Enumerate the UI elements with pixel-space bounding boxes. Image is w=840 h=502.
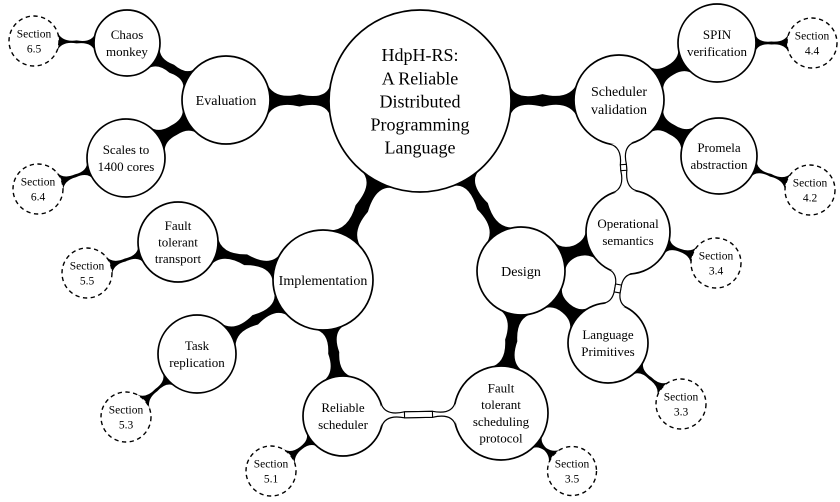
node-circle-fault-tolerant-transport	[137, 201, 219, 283]
node-label-section-3-4: Section	[699, 251, 734, 263]
node-label-task-replication: replication	[169, 355, 225, 370]
node-circle-section-3-4	[690, 237, 742, 289]
node-label-section-6-5: Section	[17, 29, 52, 41]
edge-fault-tolerant-transport--section-5-5	[105, 245, 145, 276]
node-label-central: Distributed	[380, 91, 461, 111]
node-label-central: A Reliable	[382, 68, 458, 88]
node-circle-central	[328, 9, 512, 193]
edge-promela-abstraction--section-4-2	[749, 159, 793, 192]
edge-implementation--fault-tolerant-transport	[209, 235, 282, 284]
edge-evaluation--chaos-monkey	[146, 46, 197, 91]
node-circle-section-3-5	[546, 445, 598, 497]
node-label-section-3-5: Section	[555, 459, 590, 471]
node-label-reliable-scheduler: Reliable	[321, 400, 365, 415]
node-label-reliable-scheduler: scheduler	[318, 417, 368, 432]
node-circle-chaos-monkey	[93, 9, 161, 77]
edge-scales-to-1400-cores--section-6-4	[56, 161, 94, 191]
node-label-fault-tolerant-transport: tolerant	[158, 235, 198, 250]
node-label-section-5-1: 5.1	[264, 473, 279, 485]
edge-task-replication--section-5-3	[136, 371, 176, 410]
node-circle-spin-verification	[677, 3, 757, 83]
node-circle-section-4-2	[784, 164, 836, 216]
edge-implementation--reliable-scheduler	[314, 324, 354, 383]
node-circle-section-5-5	[61, 247, 113, 299]
node-label-scales-to-1400-cores: Scales to	[103, 142, 150, 157]
node-label-chaos-monkey: monkey	[106, 44, 148, 59]
node-label-task-replication: Task	[185, 338, 210, 353]
node-label-section-4-4: 4.4	[805, 45, 820, 57]
node-label-section-5-3: 5.3	[119, 419, 134, 431]
edge-implementation--task-replication	[219, 290, 290, 350]
node-label-spin-verification: verification	[687, 44, 747, 59]
node-label-section-3-3: 3.3	[674, 406, 689, 418]
edge-bar-tube-scheduler-validation--operational-semantics	[619, 163, 628, 172]
node-label-promela-abstraction: Promela	[697, 140, 741, 155]
node-circle-section-5-1	[245, 445, 297, 497]
node-label-promela-abstraction: abstraction	[690, 157, 748, 172]
node-label-ft-scheduling-protocol: protocol	[479, 431, 523, 446]
node-label-section-4-2: Section	[793, 178, 828, 190]
node-label-section-3-3: Section	[664, 392, 699, 404]
node-circle-scales-to-1400-cores	[86, 118, 166, 198]
edge-central--evaluation	[266, 82, 331, 119]
node-label-scheduler-validation: validation	[591, 103, 647, 118]
node-label-section-6-4: Section	[21, 177, 56, 189]
edge-design--ft-scheduling-protocol	[489, 308, 533, 373]
edge-central--implementation	[327, 169, 396, 250]
node-label-scheduler-validation: Scheduler	[591, 85, 647, 100]
node-label-central: Programming	[371, 114, 470, 134]
node-circle-task-replication	[157, 314, 237, 394]
node-label-central: HdpH-RS:	[381, 45, 458, 65]
node-label-section-6-5: 6.5	[27, 43, 42, 55]
node-label-central: Language	[385, 137, 456, 157]
node-label-scales-to-1400-cores: 1400 cores	[98, 159, 155, 174]
node-circle-section-6-4	[12, 163, 64, 215]
node-circle-promela-abstraction	[680, 117, 758, 195]
node-label-section-5-5: Section	[70, 261, 105, 273]
node-label-evaluation: Evaluation	[196, 94, 257, 109]
node-circle-design	[476, 226, 566, 316]
node-label-section-3-5: 3.5	[565, 473, 580, 485]
node-circle-section-4-4	[786, 17, 838, 69]
edge-central--scheduler-validation	[509, 82, 578, 119]
node-label-operational-semantics: Operational	[597, 216, 659, 231]
edge-chaos-monkey--section-6-5	[56, 31, 96, 53]
node-label-section-3-4: 3.4	[709, 265, 724, 277]
node-label-ft-scheduling-protocol: scheduling	[473, 414, 530, 429]
node-label-fault-tolerant-transport: Fault	[165, 218, 192, 233]
node-label-section-4-2: 4.2	[803, 192, 818, 204]
edge-bar-tube-reliable-scheduler--ft-scheduling-protocol	[403, 410, 434, 419]
edge-central--design	[450, 168, 516, 246]
node-circle-section-6-5	[8, 15, 60, 67]
node-label-section-5-5: 5.5	[80, 275, 95, 287]
node-label-section-6-4: 6.4	[31, 191, 46, 203]
node-label-fault-tolerant-transport: transport	[155, 251, 202, 266]
node-circle-implementation	[272, 229, 374, 331]
node-label-section-5-3: Section	[109, 405, 144, 417]
node-circle-evaluation	[181, 55, 271, 145]
node-circle-scheduler-validation	[573, 54, 665, 146]
node-label-section-4-4: Section	[795, 31, 830, 43]
node-circle-section-5-3	[100, 391, 152, 443]
edge-bar-tube-operational-semantics--language-primitives	[613, 283, 623, 294]
node-label-spin-verification: SPIN	[703, 27, 732, 42]
node-label-ft-scheduling-protocol: tolerant	[481, 397, 521, 412]
node-circle-section-3-3	[655, 378, 707, 430]
node-label-language-primitives: Language	[582, 327, 633, 342]
node-label-chaos-monkey: Chaos	[111, 27, 144, 42]
edge-spin-verification--section-4-4	[754, 33, 790, 53]
node-label-implementation: Implementation	[279, 274, 368, 289]
node-label-operational-semantics: semantics	[602, 233, 653, 248]
node-label-section-5-1: Section	[254, 459, 289, 471]
node-label-language-primitives: Primitives	[581, 344, 634, 359]
edge-operational-semantics--section-3-4	[663, 236, 698, 265]
node-label-ft-scheduling-protocol: Fault	[488, 381, 515, 396]
node-label-design: Design	[501, 265, 541, 280]
edge-language-primitives--section-3-3	[631, 360, 670, 397]
